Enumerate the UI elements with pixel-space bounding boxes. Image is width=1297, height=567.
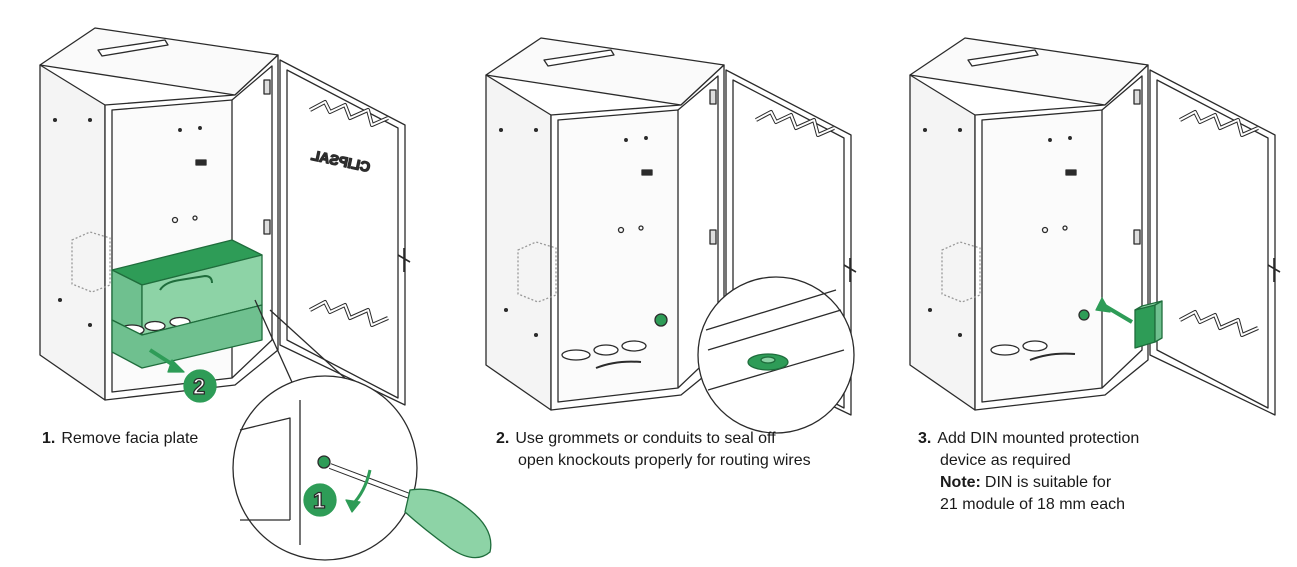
panel-3-enclosure — [908, 36, 1282, 417]
step-3-text-line2: device as required — [940, 452, 1071, 469]
step-badge-1 — [303, 483, 337, 517]
step-3-instruction: 3. Add DIN mounted protection device as r… — [918, 428, 1139, 516]
step-2-text-line1: Use grommets or conduits to seal off — [515, 430, 776, 447]
grommet-icon — [654, 313, 668, 327]
step-3-text-line1: Add DIN mounted protection — [937, 430, 1140, 447]
step-2-instruction: 2. Use grommets or conduits to seal off o… — [496, 428, 811, 472]
screw-detail-callout: 1 — [232, 375, 492, 561]
step-1-number: 1. — [42, 430, 56, 447]
screwdriver-icon — [328, 463, 492, 559]
badge-1-label: 1 — [313, 488, 325, 513]
step-1-text: Remove facia plate — [61, 430, 199, 447]
grommet-detail-callout — [697, 276, 855, 434]
step-2-text-line2: open knockouts properly for routing wire… — [518, 452, 811, 469]
step-2-number: 2. — [496, 430, 510, 447]
badge-2-label: 2 — [193, 374, 205, 399]
step-badge-2: 2 — [183, 369, 217, 403]
step-1-instruction: 1. Remove facia plate — [42, 428, 198, 450]
panel-2-enclosure — [484, 36, 858, 434]
din-module-icon — [1134, 300, 1163, 349]
step-3-note-line2: 21 module of 18 mm each — [940, 496, 1125, 513]
step-3-note-label: Note: — [940, 474, 981, 491]
insert-arrow-icon — [1103, 304, 1134, 324]
step-3-note-line1: DIN is suitable for — [984, 474, 1112, 491]
panel-1-enclosure: CLIPSAL 2 — [38, 26, 492, 561]
step-3-number: 3. — [918, 430, 932, 447]
facia-plate — [111, 239, 263, 369]
step-3-note: Note:DIN is suitable for — [918, 472, 1139, 494]
